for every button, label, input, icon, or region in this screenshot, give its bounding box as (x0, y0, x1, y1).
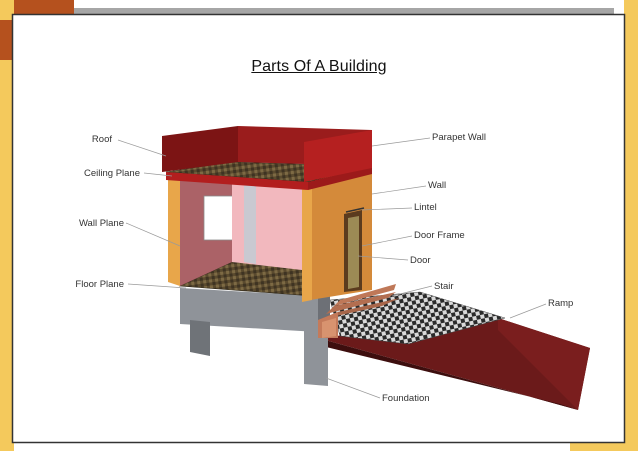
left-accent-block (0, 20, 14, 60)
label-ramp: Ramp (548, 298, 574, 309)
left-wall-edge (168, 176, 180, 286)
label-wall-plane: Wall Plane (78, 218, 124, 229)
lintel (345, 207, 365, 213)
label-door-frame: Door Frame (414, 230, 465, 241)
label-roof: Roof (91, 134, 112, 145)
label-floor-plane: Floor Plane (75, 279, 124, 290)
label-lintel: Lintel (414, 202, 437, 213)
label-stair: Stair (434, 281, 454, 292)
leader-lines (117, 137, 547, 399)
foundation-block (180, 288, 330, 386)
top-accent-bar (74, 8, 614, 14)
back-wall (232, 180, 302, 270)
roof (162, 126, 238, 172)
stairs (318, 284, 400, 338)
top-accent-block (14, 0, 74, 14)
label-parapet-wall: Parapet Wall (432, 132, 487, 143)
door (348, 216, 359, 289)
front-wall-edge (302, 182, 312, 302)
left-accent-bar (0, 0, 14, 451)
parapet-wall (304, 130, 372, 182)
page-title: Parts Of A Building (251, 58, 387, 75)
label-foundation: Foundation (382, 393, 430, 404)
label-door: Door (410, 255, 431, 266)
inner-column (244, 184, 256, 264)
label-ceiling-plane: Ceiling Plane (84, 168, 140, 179)
right-accent-bar (624, 0, 638, 451)
roof-slab-side (308, 166, 372, 190)
roof-slab-edge (166, 172, 308, 190)
label-wall: Wall (428, 180, 447, 191)
